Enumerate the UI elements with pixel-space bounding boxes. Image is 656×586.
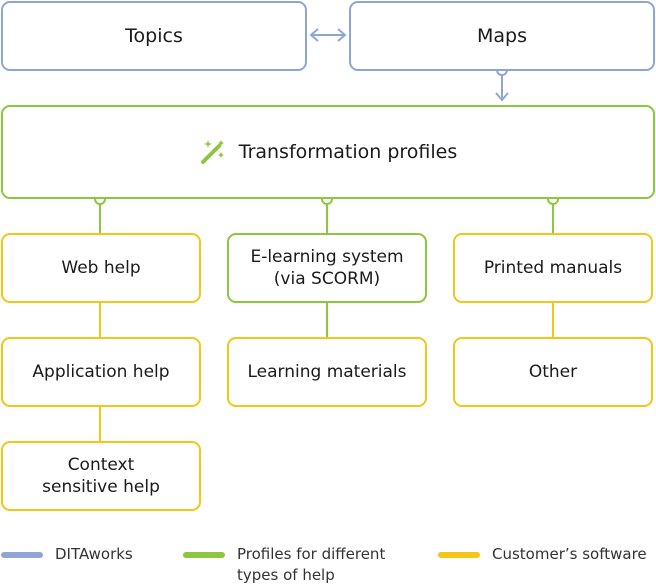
learning-materials-label: Learning materials [247,362,407,382]
maps-label: Maps [477,25,527,47]
legend-label-customer-software: Customer’s software [492,545,647,563]
other-box: Other [453,337,653,407]
legend-swatch-yellow [438,552,480,558]
bidirectional-arrow [309,28,347,42]
other-label: Other [528,362,578,382]
legend-ditaworks: DITAworks [1,544,133,565]
printed-manuals-box: Printed manuals [453,233,653,303]
context-sensitive-help-label: Context sensitive help [42,455,160,497]
elearning-label: E-learning system (via SCORM) [250,247,404,289]
learning-materials-box: Learning materials [227,337,427,407]
context-sensitive-help-box: Context sensitive help [1,441,201,511]
legend-swatch-blue [1,552,43,558]
printed-manuals-label: Printed manuals [483,258,623,278]
topics-label: Topics [125,25,183,47]
legend-customer-software: Customer’s software [438,544,647,565]
transformation-profiles-box: Transformation profiles [1,105,655,199]
legend-label-profiles: Profiles for different types of help [237,545,386,584]
legend-label-ditaworks: DITAworks [55,545,133,563]
legend-swatch-green [183,552,225,558]
elearning-box: E-learning system (via SCORM) [227,233,427,303]
transformation-profiles-label: Transformation profiles [238,141,458,163]
web-help-label: Web help [61,258,141,278]
topics-box: Topics [1,1,307,71]
software-connectors [99,302,554,441]
maps-box: Maps [349,1,655,71]
magic-wand-icon [199,138,227,166]
application-help-label: Application help [32,362,170,382]
web-help-box: Web help [1,233,201,303]
application-help-box: Application help [1,337,201,407]
legend-profiles: Profiles for different types of help [183,544,385,586]
